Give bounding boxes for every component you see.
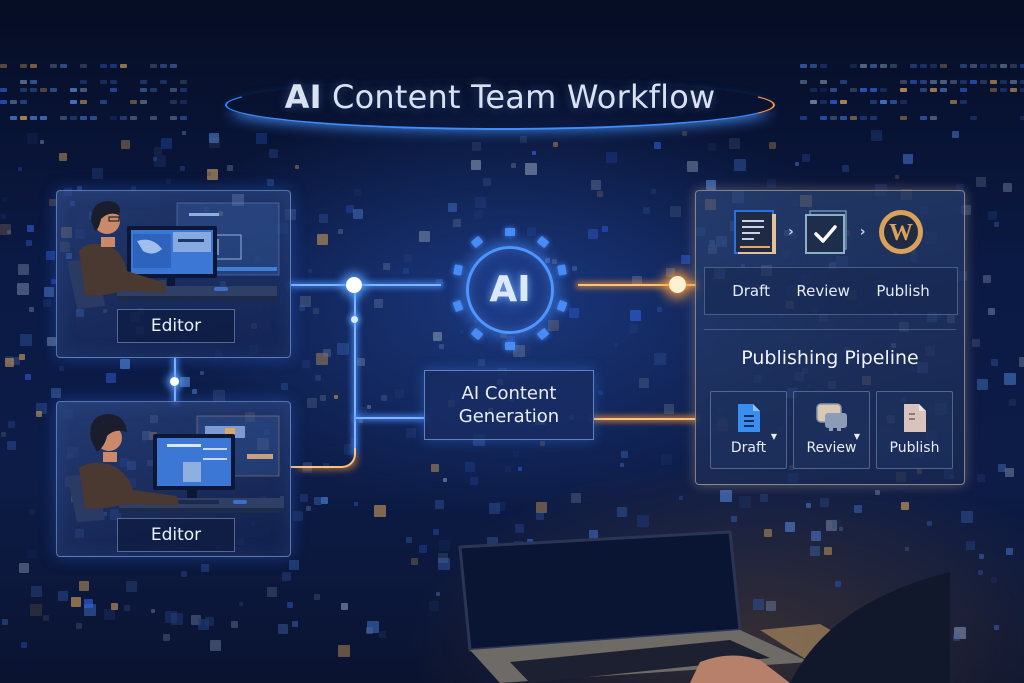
ai-generation-line2: Generation [458, 406, 560, 427]
ring-segment [452, 299, 464, 313]
ring-segment [505, 228, 515, 236]
publishing-panel: › › W Draft Review Publish Publishing Pi… [695, 190, 965, 485]
junction-node-orange [669, 276, 686, 293]
editor-label-2: Editor [117, 518, 235, 552]
connector-generation-to-pipeline [594, 418, 696, 420]
connector-hub-to-workflow [578, 284, 696, 286]
editor-panel-1[interactable]: Editor [56, 190, 291, 358]
editor-panel-2[interactable]: Editor [56, 401, 291, 557]
beige-document-icon [903, 404, 926, 432]
page-title: AI Content Team Workflow [225, 72, 775, 134]
pipeline-review-label: Review [806, 440, 857, 456]
ring-segment [536, 327, 550, 341]
laptop-illustration [458, 530, 950, 683]
editor-scene-illustration [57, 402, 290, 556]
pipeline-draft-button[interactable]: ▼ Draft [710, 391, 787, 469]
ring-segment [556, 299, 568, 313]
ai-generation-line1: AI Content [461, 383, 557, 404]
dropdown-caret-icon[interactable]: ▼ [853, 432, 860, 441]
title-orbit-ring [225, 80, 775, 130]
pipeline-publish-label: Publish [889, 440, 940, 456]
person-at-desk-icon [67, 201, 280, 309]
ring-segment [536, 235, 550, 249]
blue-document-icon [737, 404, 760, 432]
connector-vertical-branch [354, 284, 356, 454]
chat-bubbles-icon [815, 403, 847, 431]
divider [704, 329, 956, 330]
checkbox-icon[interactable] [804, 209, 850, 255]
chevron-right-icon: › [788, 224, 794, 240]
document-icon[interactable] [732, 208, 778, 256]
title-rest: Content Team Workflow [321, 78, 716, 116]
svg-text:W: W [889, 220, 913, 246]
pipeline-title: Publishing Pipeline [741, 347, 919, 369]
junction-node-small [351, 316, 358, 323]
ring-segment [505, 342, 515, 350]
pipeline-review-button[interactable]: ▼ Review [793, 391, 870, 469]
step-review[interactable]: Review [796, 282, 850, 300]
connector-editor2-curve [291, 448, 356, 468]
workflow-steps-bar: Draft Review Publish [704, 267, 958, 315]
ring-segment [470, 235, 484, 249]
ring-segment [557, 264, 567, 276]
ai-hub[interactable]: AI [446, 226, 574, 354]
ai-content-generation-box[interactable]: AI Content Generation [424, 370, 594, 440]
workflow-icons-row: › › W [732, 207, 932, 257]
pipeline-publish-button[interactable]: Publish [876, 391, 953, 469]
step-publish[interactable]: Publish [876, 282, 930, 300]
editor-label-1: Editor [117, 309, 235, 343]
pipeline-draft-label: Draft [730, 440, 767, 456]
editor-scene-illustration [57, 191, 290, 357]
step-draft[interactable]: Draft [732, 282, 770, 300]
chevron-right-icon: › [859, 224, 866, 240]
connector-editor1-to-hub [291, 284, 441, 286]
ring-segment [470, 327, 484, 341]
dropdown-caret-icon[interactable]: ▼ [770, 432, 777, 441]
wordpress-icon[interactable]: W [876, 207, 926, 257]
junction-node-blue [346, 277, 362, 293]
connector-branch-to-generation [356, 417, 424, 419]
pipeline-buttons: ▼ Draft ▼ Review Publish [710, 391, 953, 469]
title-bold: AI [284, 78, 322, 116]
ring-segment [453, 264, 463, 276]
person-at-desk-icon [67, 414, 284, 522]
ai-icon: AI [466, 246, 554, 334]
junction-node-editor [170, 377, 179, 386]
